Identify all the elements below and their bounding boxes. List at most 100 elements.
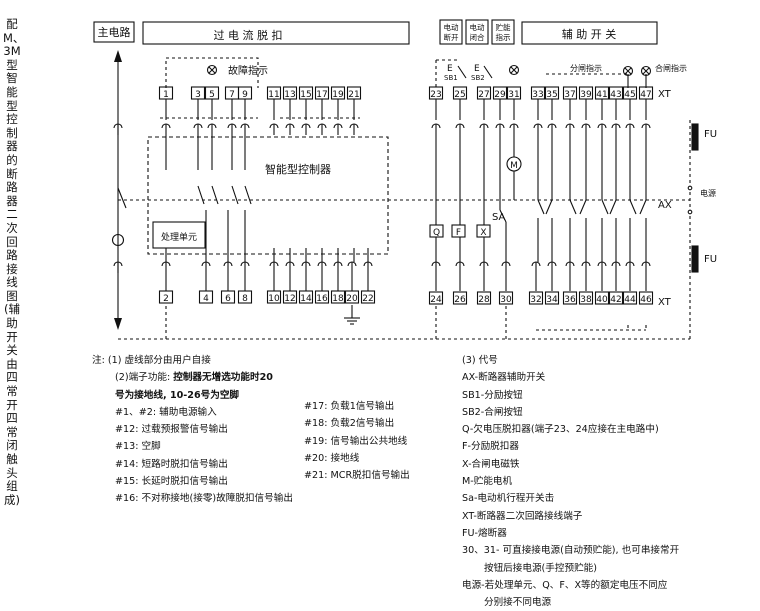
f-box [451, 224, 466, 238]
bottom-terminal-label: 24 [430, 295, 442, 305]
top-terminal-label: 7 [229, 90, 235, 100]
top-terminal-label: 17 [316, 90, 327, 100]
bottom-terminal-box [528, 291, 544, 305]
bottom-terminal-box [452, 291, 468, 305]
wiring-diagram: 主电路 过 电 流 脱 扣 电动 断开 电动 闭合 贮能 指示 辅 助 开 关 … [93, 19, 717, 340]
overcurrent-release-label: 过 电 流 脱 扣 [214, 28, 283, 42]
top-terminal-label: 19 [332, 90, 344, 100]
sb1-label: SB1 [444, 74, 458, 82]
x-label: X [480, 228, 486, 238]
bottom-terminal-label: 22 [362, 294, 373, 304]
top-terminal-label: 21 [348, 90, 359, 100]
bottom-terminal-box [562, 291, 578, 305]
note-sa: Sa-电动机行程开关击 [462, 493, 555, 505]
bottom-terminal-box [608, 291, 624, 305]
close-indicator-label: 合闸指示 [655, 63, 687, 73]
bottom-terminal-label: 10 [268, 294, 280, 304]
note-codes-title: (3) 代号 [462, 355, 498, 366]
energy-indicator-label-2: 指示 [496, 32, 511, 42]
bottom-terminal-box [428, 291, 444, 305]
close-indicator-lamp [640, 65, 652, 77]
main-down-arrow [114, 318, 122, 330]
note-term-12: #12: 过载预报警信号输出 [115, 424, 228, 436]
bottom-terminal-label: 42 [610, 295, 621, 305]
elec-close-box [465, 19, 489, 45]
overcurrent-release-box [142, 21, 410, 45]
main-contact [117, 187, 127, 209]
controller-label: 智能型控制器 [265, 162, 331, 176]
ax-label: AX [658, 200, 672, 211]
fault-indicator-lamp [206, 64, 218, 76]
note-sb2: SB2-合闸按钮 [462, 406, 523, 418]
sb2-label: SB2 [471, 74, 485, 82]
top-terminal-label: 29 [494, 90, 506, 100]
top-terminal-label: 47 [640, 90, 651, 100]
bottom-terminal-label: 12 [284, 294, 295, 304]
bottom-terminal-label: 18 [332, 294, 344, 304]
xt-label-bottom: XT [658, 297, 672, 308]
notes-right: (3) 代号 AX-断路器辅助开关 SB1-分励按钮 SB2-合闸按钮 Q-欠电… [462, 352, 679, 611]
bottom-terminal-label: 14 [300, 294, 312, 304]
top-terminal-label: 33 [532, 90, 543, 100]
main-up-arrow [114, 50, 122, 62]
note-2-prefix: (2)端子功能: [115, 372, 174, 384]
top-terminal-label: 27 [478, 90, 489, 100]
top-terminal-label: 45 [624, 90, 635, 100]
bottom-terminal-label: 2 [163, 294, 169, 304]
q-label: Q [433, 228, 440, 238]
bottom-terminal-label: 44 [624, 295, 636, 305]
bottom-terminal-label: 8 [242, 294, 248, 304]
fault-indicator-label: 故障指示 [228, 64, 268, 77]
elec-close-label-2: 闭合 [470, 32, 485, 42]
note-3-bold: 号为接地线, 10-26号为空脚 [115, 389, 240, 401]
bottom-terminal-label: 20 [346, 294, 358, 304]
note-30-31: 30、31- 可直接接电源(自动预贮能), 也可串接常开 [462, 545, 680, 557]
note-power-cont: 分别接不同电源 [484, 597, 552, 609]
note-xt: XT-断路器二次回路接线端子 [462, 510, 583, 522]
note-x: X-合闸电磁铁 [462, 458, 520, 470]
open-indicator-lamp [622, 65, 634, 77]
controller-box [147, 136, 389, 255]
bottom-terminal-label: 40 [596, 295, 608, 305]
note-term-17: #17: 负载1信号输出 [304, 401, 395, 412]
note-ax: AX-断路器辅助开关 [462, 372, 546, 384]
note-term-13: #13: 空脚 [115, 441, 161, 453]
note-term-15: #15: 长延时脱扣信号输出 [115, 476, 228, 488]
fault-dashed [165, 57, 259, 88]
bottom-terminal-label: 4 [203, 294, 209, 304]
top-terminal-label: 13 [284, 90, 295, 100]
note-f: F-分励脱扣器 [462, 441, 519, 453]
top-terminal-label: 31 [508, 90, 519, 100]
elec-open-label-2: 断开 [444, 32, 459, 42]
note-30-31-cont: 按钮后接电源(手控预贮能) [484, 562, 598, 574]
top-terminal-label: 5 [209, 90, 215, 100]
top-terminal-label: 23 [430, 90, 441, 100]
elec-open-label-1: 电动 [444, 22, 459, 32]
elec-close-label-1: 电动 [470, 22, 485, 32]
power-label: 电源 [700, 188, 716, 198]
elec-open-box [439, 19, 463, 45]
note-term-19: #19: 信号输出公共地线 [304, 435, 408, 447]
open-indicator-label: 分闸指示 [570, 63, 602, 73]
current-transformer [111, 233, 125, 247]
top-terminal-label: 35 [546, 90, 557, 100]
note-2-bold: 控制器无增选功能时20 [173, 372, 273, 384]
note-term-1-2: #1、#2: 辅助电源输入 [115, 406, 217, 418]
bottom-terminal-label: 6 [225, 294, 231, 304]
notes-left: 注: (1) 虚线部分由用户自接 (2)端子功能: 控制器无增选功能时20 号为… [92, 352, 293, 508]
aux-switch-box [521, 21, 658, 45]
top-terminal-label: 37 [564, 90, 575, 100]
bottom-terminal-label: 34 [546, 295, 558, 305]
top-terminal-label: 43 [610, 90, 621, 100]
fuse-bottom [691, 245, 699, 273]
note-sb1: SB1-分励按钮 [462, 389, 523, 401]
motor-label: M [510, 161, 518, 171]
sb2-e-label: E [474, 64, 480, 74]
bottom-terminal-label: 16 [316, 294, 328, 304]
note-term-14: #14: 短路时脱扣信号输出 [115, 458, 228, 470]
notes-mid: #17: 负载1信号输出 #18: 负载2信号输出 #19: 信号输出公共地线 … [304, 398, 410, 484]
bottom-terminal-box [578, 291, 594, 305]
bottom-terminal-box [594, 291, 610, 305]
f-label: F [456, 228, 461, 238]
sb1-e-label: E [447, 64, 453, 74]
